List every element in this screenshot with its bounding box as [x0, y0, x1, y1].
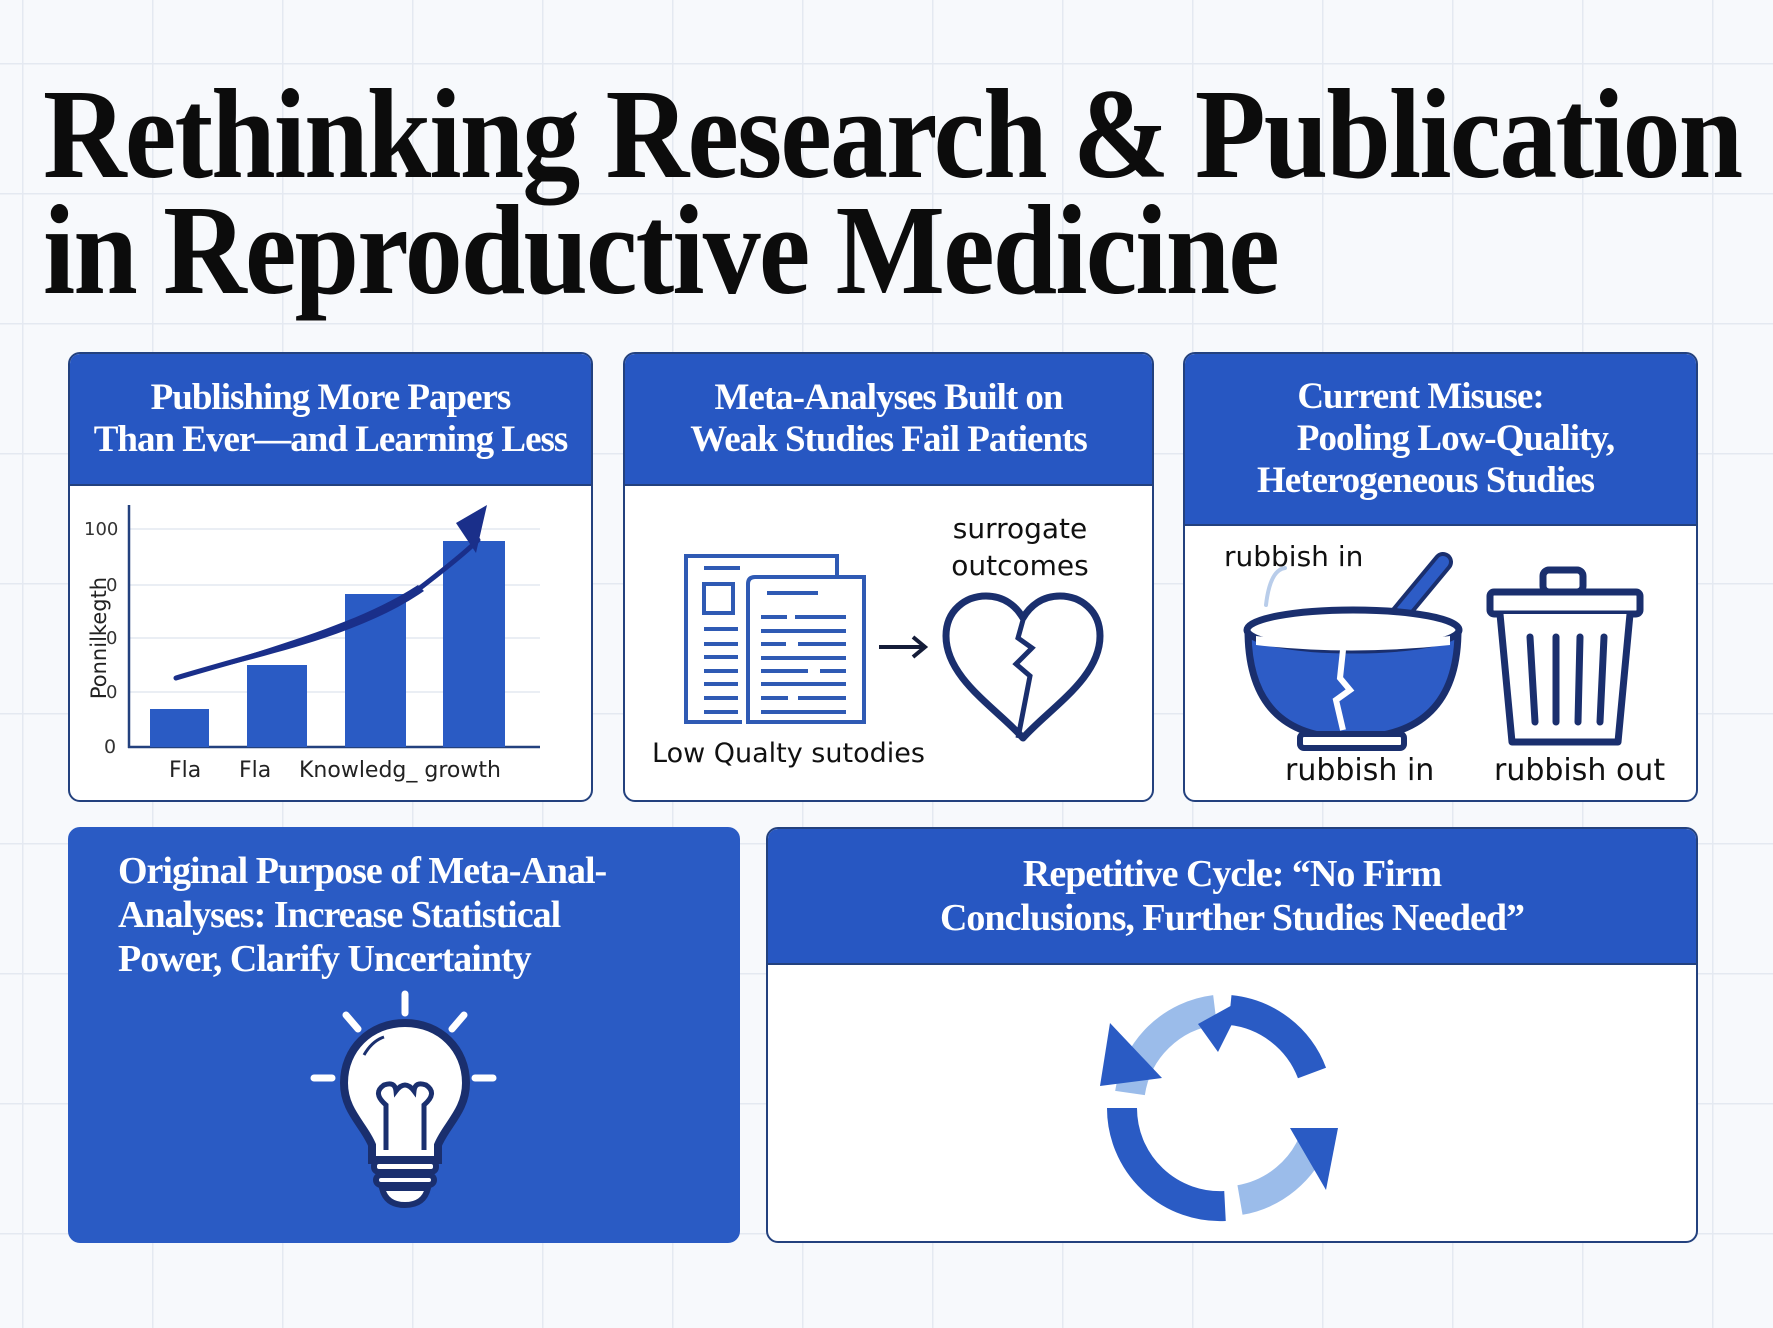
- arrow-right-icon: [879, 635, 929, 659]
- card-header: Repetitive Cycle: “No Firm Conclusions, …: [768, 829, 1696, 965]
- x-tick-label: Knowledg_ growth: [299, 758, 501, 783]
- x-tick-label: Fla: [239, 758, 272, 783]
- card-title-line: Publishing More Papers: [150, 377, 512, 418]
- card-repetitive-cycle: Repetitive Cycle: “No Firm Conclusions, …: [766, 827, 1698, 1243]
- card-title-line: Meta-Analyses Built on: [714, 377, 1064, 418]
- trend-arrow-icon: [173, 537, 481, 681]
- surrogate-outcomes-label: surrogate outcomes: [951, 512, 1089, 582]
- card-title-line: Pooling Low-Quality,: [1296, 418, 1615, 459]
- rubbish-in-bottom-label: rubbish in: [1285, 753, 1435, 788]
- card-title-line: Analyses: Increase Statistical: [118, 894, 561, 936]
- bar-2: [247, 665, 307, 747]
- y-axis-label: Ponnilkegth: [87, 576, 111, 700]
- trash-can-icon: [1486, 566, 1644, 746]
- card-header: Publishing More Papers Than Ever—and Lea…: [70, 354, 591, 486]
- y-tick-100: 100: [84, 519, 119, 540]
- y-tick-0: 0: [104, 736, 117, 758]
- card-title-line: Power, Clarify Uncertainty: [118, 938, 532, 980]
- documents-icon: [684, 554, 866, 724]
- page-title-line-1: Rethinking Research & Publication: [43, 63, 1743, 205]
- card-header: Current Misuse: Pooling Low-Quality, Het…: [1185, 354, 1696, 526]
- bar-1: [150, 709, 209, 747]
- low-quality-studies-label: Low Qualty sutodies: [652, 738, 925, 769]
- y-tick-75: 0: [106, 575, 118, 596]
- x-tick-label: Fla: [169, 758, 202, 783]
- card-title-line: Original Purpose of Meta-Anal-: [118, 850, 607, 892]
- card-publishing: Publishing More Papers Than Ever—and Lea…: [68, 352, 593, 802]
- broken-heart-icon: [942, 592, 1104, 742]
- card-title-line: Current Misuse:: [1297, 376, 1544, 417]
- cracked-bowl-icon: [1243, 552, 1463, 751]
- cycle-arrows-icon: [1100, 995, 1338, 1222]
- y-tick-50: 0: [106, 628, 118, 649]
- lightbulb-icon: [310, 990, 497, 1209]
- page-title: Rethinking Research & Publication in Rep…: [43, 63, 1743, 321]
- card-header: Meta-Analyses Built on Weak Studies Fail…: [625, 354, 1152, 486]
- rubbish-in-top-label: rubbish in: [1224, 540, 1364, 573]
- card-title-line: Conclusions, Further Studies Needed”: [939, 897, 1525, 939]
- card-title: Original Purpose of Meta-Anal- Analyses:…: [118, 849, 607, 981]
- bar-4: [443, 541, 505, 747]
- rubbish-out-label: rubbish out: [1494, 753, 1666, 788]
- card-title-line: Repetitive Cycle: “No Firm: [1022, 853, 1442, 895]
- card-title-line: Heterogeneous Studies: [1256, 460, 1595, 501]
- card-meta-weak-studies: Meta-Analyses Built on Weak Studies Fail…: [623, 352, 1154, 802]
- card-title-line: Weak Studies Fail Patients: [690, 419, 1087, 460]
- card-title-line: Than Ever—and Learning Less: [93, 419, 569, 460]
- y-tick-25: 0: [106, 682, 118, 703]
- page-title-line-2: in Reproductive Medicine: [43, 179, 1280, 321]
